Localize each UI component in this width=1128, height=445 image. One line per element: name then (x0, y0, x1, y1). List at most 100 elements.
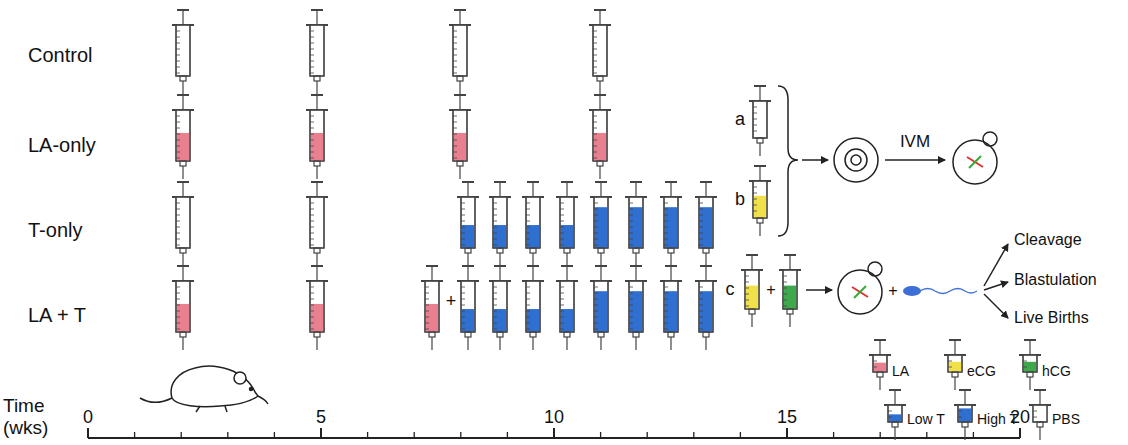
syringe-fill (454, 133, 467, 161)
scale-mark (699, 329, 703, 330)
barrel (453, 110, 467, 161)
scale-mark (958, 411, 962, 412)
scale-mark (176, 233, 180, 234)
needle (182, 81, 183, 94)
syringe-fill (630, 291, 643, 332)
plunger-rod (316, 266, 317, 281)
sperm-tail (920, 289, 977, 294)
scale-mark (629, 293, 633, 294)
scale-mark (560, 317, 564, 318)
axis-tick (740, 432, 741, 438)
syringe-fill (746, 286, 759, 309)
barrel (699, 281, 713, 332)
scale-mark (493, 329, 497, 330)
needle (316, 253, 317, 266)
syringe-fill (700, 207, 713, 248)
syringe (556, 182, 578, 266)
syringe (1029, 390, 1051, 440)
scale-mark (461, 317, 465, 318)
plunger-rod (635, 182, 636, 197)
scale-mark (594, 311, 598, 312)
scale-mark (593, 122, 597, 123)
scale-mark (310, 140, 314, 141)
scale-mark (176, 311, 180, 312)
scale-mark (176, 43, 180, 44)
scale-mark (664, 299, 668, 300)
plunger-rod (670, 182, 671, 197)
scale-mark (176, 55, 180, 56)
scale-mark (453, 152, 457, 153)
barrel-outline (594, 197, 608, 248)
hub (457, 161, 463, 166)
scale-mark (699, 287, 703, 288)
barrel-outline (1023, 355, 1037, 372)
needle (316, 166, 317, 179)
scale-mark (425, 317, 429, 318)
scale-mark (461, 227, 465, 228)
scale-mark (594, 317, 598, 318)
scale-mark (593, 134, 597, 135)
scale-mark (783, 282, 787, 283)
scale-mark (745, 294, 749, 295)
scale-mark (664, 227, 668, 228)
scale-mark (629, 311, 633, 312)
syringe-fill (665, 207, 678, 248)
scale-mark (310, 317, 314, 318)
hub (1027, 372, 1033, 377)
syringe-fill (311, 133, 324, 161)
scale-mark (593, 37, 597, 38)
scale-mark (493, 239, 497, 240)
scale-mark (753, 107, 757, 108)
hub (668, 332, 674, 337)
scale-mark (699, 323, 703, 324)
scale-mark (594, 227, 598, 228)
scale-mark (888, 417, 892, 418)
needle (670, 337, 671, 350)
barrel-outline (629, 281, 643, 332)
syringe-fill (494, 225, 507, 248)
syringe-fill (595, 207, 608, 248)
scale-mark (176, 116, 180, 117)
hub (180, 76, 186, 81)
syringe-fill (595, 291, 608, 332)
scale-mark (176, 239, 180, 240)
syringe-fill (462, 309, 475, 332)
plunger-rod (459, 10, 460, 25)
syringe (556, 266, 578, 350)
scale-mark (664, 323, 668, 324)
scale-mark (629, 203, 633, 204)
scale-mark (176, 61, 180, 62)
scale-mark (753, 193, 757, 194)
scale-mark (593, 55, 597, 56)
axis-tick (134, 432, 135, 438)
syringe-fill (311, 304, 324, 332)
plunger-rod (532, 182, 533, 197)
barrel (745, 270, 759, 309)
scale-mark (664, 287, 668, 288)
plunger-rod (566, 182, 567, 197)
needle (705, 253, 706, 266)
scale-mark (461, 215, 465, 216)
hub (180, 161, 186, 166)
scale-mark (310, 203, 314, 204)
panel-letter: c (726, 280, 735, 300)
scale-mark (493, 311, 497, 312)
plunger-rod (182, 266, 183, 281)
scale-mark (453, 122, 457, 123)
scale-mark (310, 233, 314, 234)
syringe (660, 266, 682, 350)
needle (635, 253, 636, 266)
barrel-outline (176, 281, 190, 332)
barrel (176, 281, 190, 332)
syringe-fill (754, 196, 767, 218)
scale-mark (560, 323, 564, 324)
barrel (888, 405, 902, 422)
scale-mark (310, 49, 314, 50)
hub (787, 309, 793, 314)
syringe (944, 340, 966, 390)
scale-mark (753, 199, 757, 200)
scale-mark (461, 287, 465, 288)
syringe (954, 390, 976, 440)
barrel (176, 25, 190, 76)
barrel-outline (176, 197, 190, 248)
